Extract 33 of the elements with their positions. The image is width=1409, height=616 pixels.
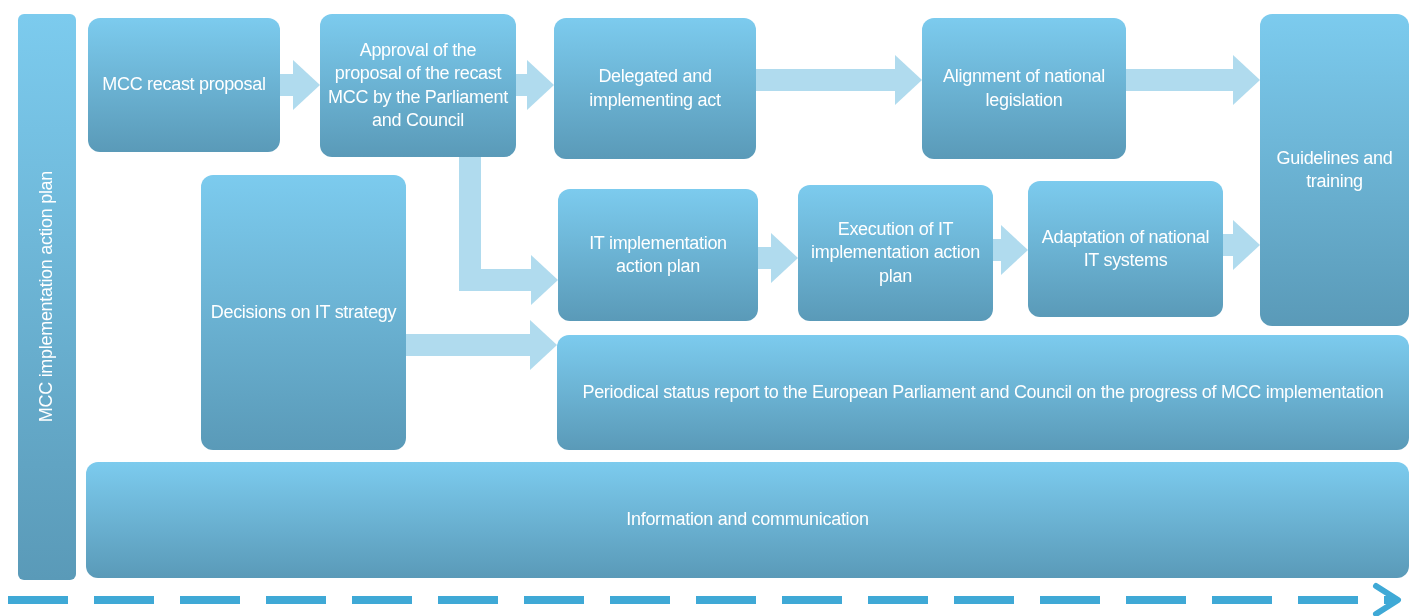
box-label: Execution of IT implementation action plan bbox=[810, 217, 981, 288]
block-arrow bbox=[1223, 220, 1260, 270]
box-label: MCC implementation action plan bbox=[35, 171, 58, 423]
box-label: Periodical status report to the European Parliament and Council on the progress of MCC implementation bbox=[582, 380, 1384, 404]
box-label: Alignment of national legislation bbox=[942, 65, 1106, 112]
process-box bbox=[88, 18, 280, 152]
box-label: Information and communication bbox=[626, 508, 869, 532]
box-label: Guidelines and training bbox=[1275, 146, 1394, 193]
block-arrow bbox=[756, 55, 922, 105]
communication-bar bbox=[86, 462, 1409, 578]
box-label: Decisions on IT strategy bbox=[210, 300, 397, 324]
block-arrow bbox=[459, 157, 558, 305]
box-label: Delegated and implementing act bbox=[588, 65, 722, 112]
process-box bbox=[558, 189, 758, 321]
block-arrow bbox=[993, 225, 1028, 275]
block-arrow bbox=[1126, 55, 1260, 105]
process-box bbox=[320, 14, 516, 157]
process-box bbox=[922, 18, 1126, 159]
side-bar bbox=[18, 14, 76, 580]
block-arrow bbox=[280, 60, 320, 110]
box-label: Adaptation of national IT systems bbox=[1040, 225, 1211, 272]
process-box bbox=[798, 185, 993, 321]
box-label: Approval of the proposal of the recast MCC by the Parliament and Council bbox=[328, 38, 508, 132]
process-box bbox=[1260, 14, 1409, 326]
block-arrow bbox=[406, 320, 557, 370]
report-bar bbox=[557, 335, 1409, 450]
block-arrow bbox=[758, 233, 798, 283]
box-label: IT implementation action plan bbox=[588, 231, 728, 278]
block-arrow bbox=[516, 60, 554, 110]
box-label: MCC recast proposal bbox=[102, 73, 266, 97]
process-box bbox=[1028, 181, 1223, 317]
process-box bbox=[201, 175, 406, 450]
process-box bbox=[554, 18, 756, 159]
